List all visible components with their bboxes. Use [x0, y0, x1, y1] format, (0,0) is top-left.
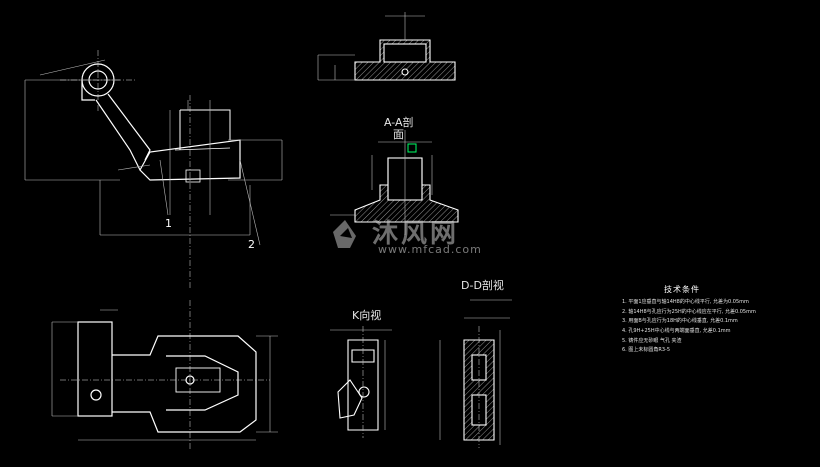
top-section-dimensions — [317, 12, 425, 81]
view-k-title: K向视 — [352, 309, 382, 322]
tech-requirement-item: 4. 孔9H+25H中心线与两端面垂直, 允差0.1mm — [622, 328, 731, 335]
section-aa-title-line2: 面 — [393, 128, 404, 141]
main-view — [81, 63, 241, 183]
main-view-centerlines — [60, 50, 191, 290]
tech-requirements-title: 技术条件 — [664, 285, 700, 294]
watermark-logo-icon — [333, 220, 356, 248]
watermark-url: www.mfcad.com — [378, 243, 482, 256]
view-k — [337, 339, 379, 431]
plan-view — [77, 321, 257, 433]
plan-view-centerlines — [60, 300, 270, 450]
tech-requirement-item: 5. 铸件应无砂眼 气孔 夹渣 — [622, 337, 682, 344]
tech-requirement-item: 2. 轴14H8与孔应行为25H的中心线应在平行, 允差0.05mm — [622, 308, 756, 315]
top-section-view — [354, 39, 456, 81]
tech-requirements: 技术条件 1. 平面1应垂直与轴14H8的中心线平行, 允差为0.05mm 2.… — [622, 284, 818, 357]
tech-requirement-item: 6. 图上未标圆角R3-5 — [622, 347, 671, 354]
watermark-text: 沐风网 — [372, 219, 460, 249]
section-aa-dimensions — [330, 130, 433, 235]
main-view-dimensions — [24, 59, 283, 246]
section-aa-title: A-A剖 — [384, 116, 414, 129]
callout-2: 2 — [248, 238, 255, 251]
section-dd-title: D-D剖视 — [461, 279, 504, 292]
view-k-dimensions — [330, 326, 392, 438]
plan-view-dimensions — [51, 309, 278, 441]
section-dd-dimensions — [439, 299, 512, 448]
callout-1: 1 — [165, 217, 172, 230]
tech-requirement-item: 3. 用面B与孔应行为18H的中心线垂直, 允差0.1mm — [622, 318, 738, 325]
section-aa-marker — [407, 143, 417, 153]
tech-requirement-item: 1. 平面1应垂直与轴14H8的中心线平行, 允差为0.05mm — [622, 299, 749, 305]
